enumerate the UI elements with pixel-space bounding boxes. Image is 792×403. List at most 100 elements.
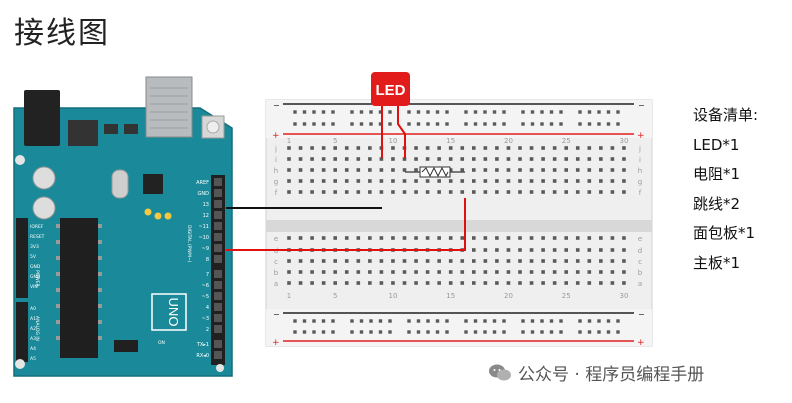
breadboard-hole	[622, 190, 626, 194]
board-model: UNO	[166, 298, 181, 327]
breadboard-hole	[448, 168, 453, 172]
svg-text:+: +	[637, 338, 645, 348]
pin-label: ~11	[198, 224, 209, 230]
breadboard-hole	[495, 190, 499, 194]
breadboard-hole	[587, 270, 592, 274]
breadboard-hole	[298, 236, 303, 240]
breadboard-hole	[610, 248, 615, 252]
rail-hole	[473, 110, 478, 114]
breadboard-hole	[564, 190, 568, 194]
rail-hole	[530, 330, 535, 334]
column-number: 30	[619, 137, 628, 145]
parts-item: 跳线*2	[693, 194, 741, 213]
breadboard-hole	[437, 281, 441, 285]
rail-hole	[435, 319, 440, 323]
breadboard-hole	[552, 168, 557, 172]
breadboard-hole	[483, 259, 488, 263]
breadboard-hole	[402, 281, 407, 285]
column-number: 10	[388, 292, 397, 300]
rail-hole	[312, 122, 316, 126]
breadboard-hole	[368, 259, 372, 263]
column-number: 30	[619, 292, 628, 300]
column-number: 15	[446, 137, 455, 145]
breadboard-hole	[368, 281, 372, 285]
rail-hole	[540, 330, 544, 334]
breadboard-hole	[599, 190, 603, 194]
breadboard-hole	[541, 236, 545, 240]
pin-label: GND	[198, 191, 210, 197]
pin-label: 4	[206, 305, 209, 311]
breadboard-hole	[402, 259, 407, 263]
analog-pin-label: A5	[30, 356, 36, 362]
breadboard-hole	[321, 259, 326, 263]
breadboard-hole	[541, 179, 545, 183]
breadboard-hole	[529, 190, 534, 194]
breadboard-hole	[529, 146, 534, 150]
breadboard-hole	[622, 179, 626, 183]
rail-hole	[378, 319, 383, 323]
rail-hole	[587, 122, 592, 126]
svg-text:−: −	[273, 310, 280, 319]
rail-hole	[559, 319, 563, 323]
row-letter: h	[638, 167, 642, 175]
page-title: 接线图	[14, 16, 110, 51]
rail-hole	[502, 110, 506, 114]
breadboard-hole	[599, 270, 603, 274]
breadboard-hole	[472, 146, 476, 150]
breadboard-hole	[402, 168, 407, 172]
breadboard-hole	[391, 168, 395, 172]
breadboard-hole	[564, 146, 568, 150]
rail-hole	[578, 330, 582, 334]
led-label: LED	[376, 82, 406, 99]
rail-hole	[407, 122, 411, 126]
pin-label: TX▸1	[196, 342, 209, 348]
rail-hole	[540, 319, 544, 323]
breadboard-hole	[414, 236, 418, 240]
breadboard-hole	[379, 259, 384, 263]
breadboard-hole	[379, 190, 384, 194]
rail-hole	[464, 319, 468, 323]
rail-hole	[359, 122, 364, 126]
rail-hole	[302, 122, 307, 126]
breadboard-hole	[310, 236, 314, 240]
rail-hole	[445, 110, 449, 114]
svg-text:+: +	[637, 131, 645, 141]
column-number: 20	[504, 292, 513, 300]
breadboard-hole	[564, 168, 568, 172]
breadboard-hole	[610, 270, 615, 274]
rail-hole	[597, 319, 601, 323]
breadboard-hole	[506, 157, 511, 161]
breadboard-hole	[391, 270, 395, 274]
breadboard-hole	[599, 259, 603, 263]
atmega-chip	[60, 218, 98, 358]
rail-hole	[312, 110, 316, 114]
row-letter: b	[274, 269, 279, 277]
row-letter: a	[274, 280, 278, 288]
pin-label: ~10	[198, 235, 209, 241]
row-letter: g	[638, 178, 642, 186]
rail-hole	[530, 110, 535, 114]
rail-hole	[540, 110, 544, 114]
row-letter: e	[274, 235, 278, 243]
rail-hole	[502, 319, 506, 323]
power-label: POWER	[34, 270, 40, 287]
breadboard-hole	[460, 168, 465, 172]
breadboard-hole	[414, 281, 418, 285]
breadboard-hole	[575, 281, 580, 285]
breadboard-hole	[333, 281, 337, 285]
breadboard-hole	[575, 157, 580, 161]
breadboard-hole	[472, 248, 476, 252]
breadboard-hole	[575, 146, 580, 150]
breadboard-hole	[333, 190, 337, 194]
rail-hole	[502, 330, 506, 334]
row-letter: d	[638, 247, 642, 255]
row-letter: f	[639, 189, 642, 197]
rail-hole	[293, 122, 297, 126]
rail-hole	[530, 122, 535, 126]
power-pin-label: IOREF	[30, 224, 44, 230]
rail-hole	[597, 110, 601, 114]
analog-pin-label: A3	[30, 336, 36, 342]
breadboard-hole	[541, 157, 545, 161]
breadboard-hole	[587, 157, 592, 161]
